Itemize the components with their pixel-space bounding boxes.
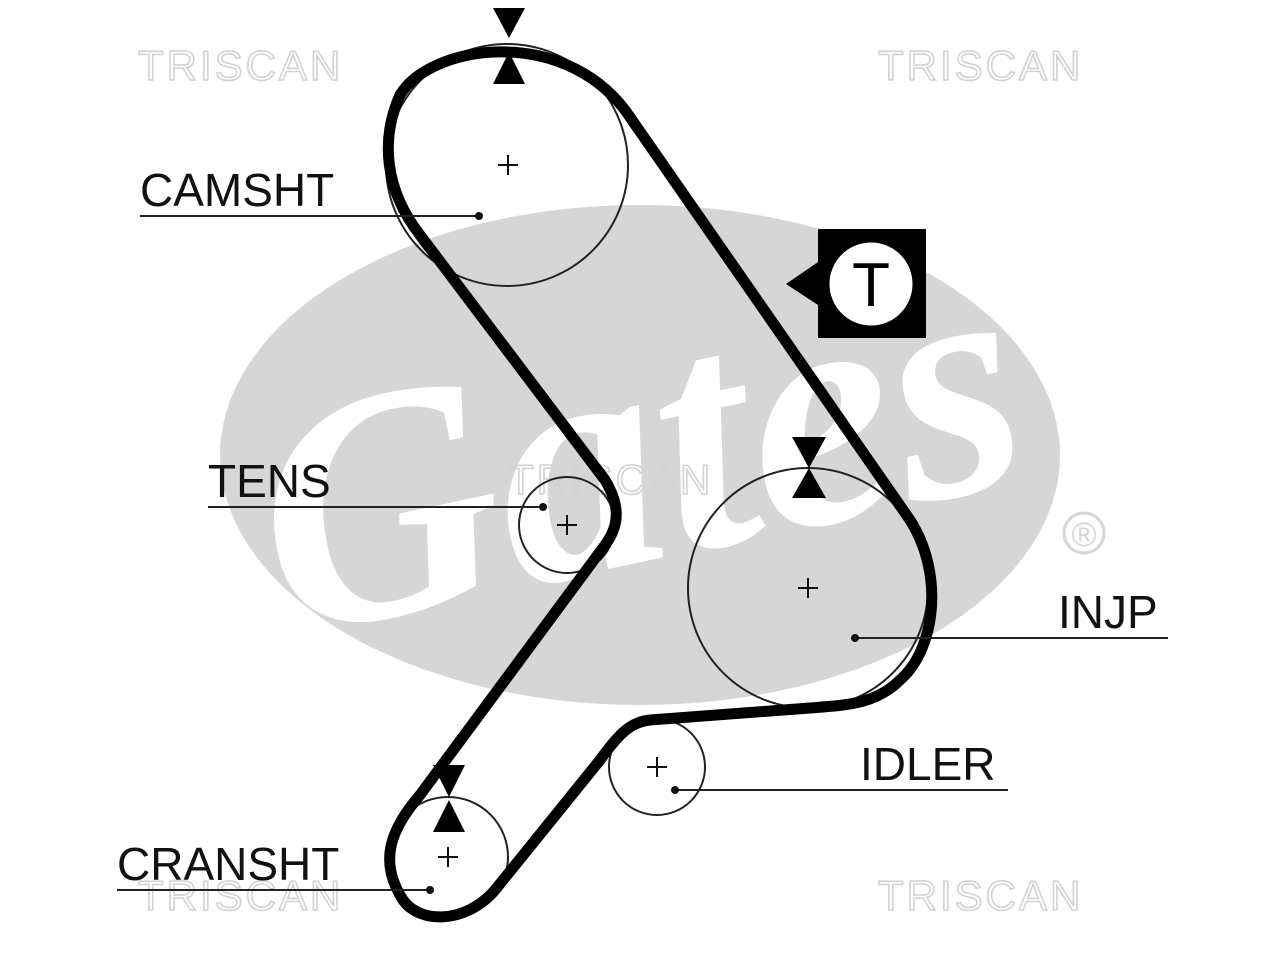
gates-logo-watermark: Gates ®	[220, 191, 1106, 708]
camshaft-timing-mark-icon	[493, 8, 525, 84]
tension-badge-letter: T	[852, 251, 890, 320]
tension-t-badge-icon: T	[786, 229, 926, 338]
injection-pump-leader-dot	[851, 634, 859, 642]
idler-label: IDLER	[860, 738, 995, 790]
triscan-watermark-bottom-right: TRISCAN	[878, 872, 1083, 919]
registered-mark: ®	[1071, 516, 1096, 554]
timing-belt	[382, 46, 938, 923]
registered-mark-circle	[1062, 511, 1106, 555]
crankshaft-label: CRANSHT	[117, 838, 339, 890]
tensioner-leader-dot	[539, 503, 547, 511]
triscan-watermark-top-right: TRISCAN	[878, 42, 1083, 89]
injection-pump-timing-mark-icon	[792, 437, 826, 498]
idler-leader-dot	[671, 786, 679, 794]
triscan-watermark-top-left: TRISCAN	[138, 42, 343, 89]
injection-pump-label: INJP	[1058, 586, 1158, 638]
camshaft-leader-dot	[475, 212, 483, 220]
triscan-watermark-bottom-left: TRISCAN	[138, 872, 343, 919]
crankshaft-leader-dot	[426, 886, 434, 894]
tensioner-label: TENS	[208, 455, 331, 507]
crankshaft-timing-mark-icon	[433, 765, 465, 832]
camshaft-label: CAMSHT	[140, 164, 334, 216]
